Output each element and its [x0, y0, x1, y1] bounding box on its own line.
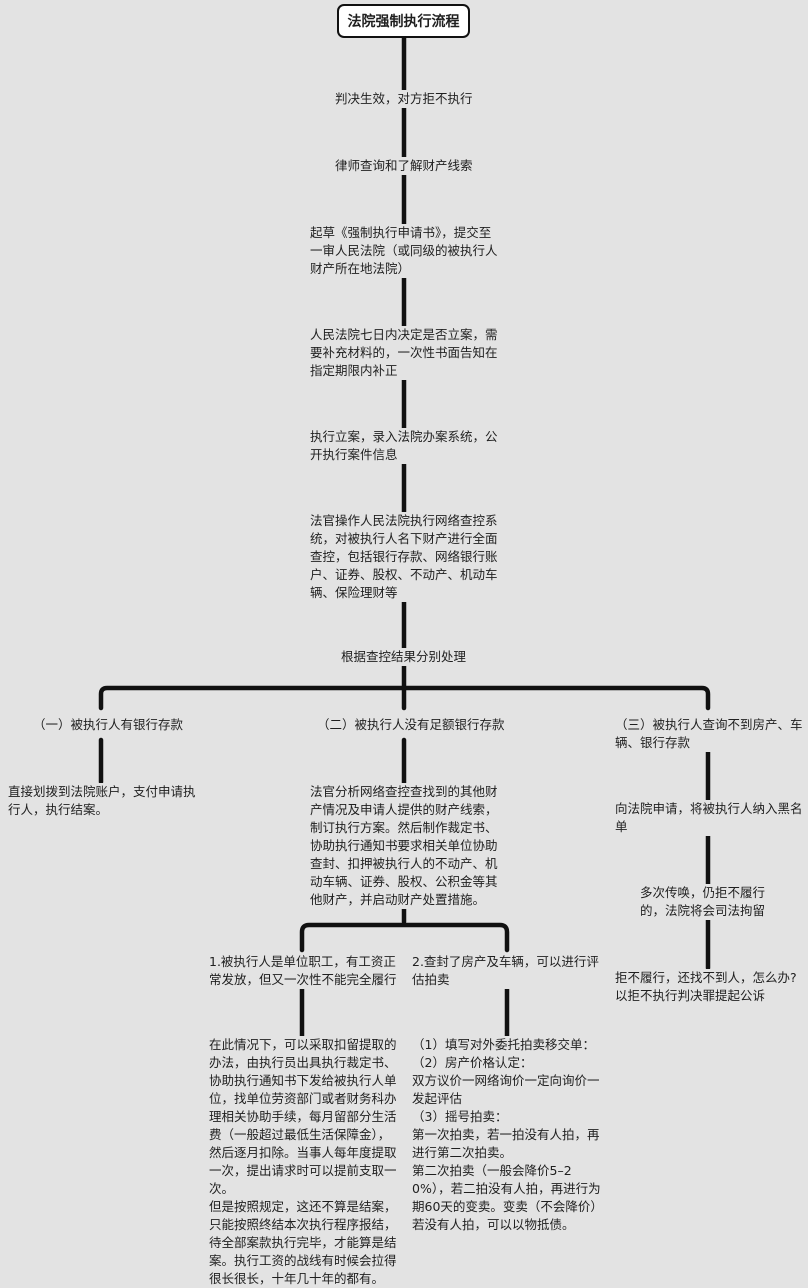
sub1-body: 在此情况下，可以采取扣留提取的办法，由执行员出具执行裁定书、协助执行通知书下发给…	[209, 1036, 399, 1288]
branch1-body: 直接划拨到法院账户，支付申请执行人，执行结案。	[8, 783, 198, 819]
sub1-head: 1.被执行人是单位职工，有工资正常发放，但又一次性不能完全履行	[209, 953, 399, 989]
sub-branch-bar	[299, 922, 510, 953]
step-court-filing-decision: 人民法院七日内决定是否立案，需要补充材料的，一次性书面告知在指定期限内补正	[310, 326, 500, 380]
branch1-head: （一）被执行人有银行存款	[33, 716, 184, 734]
step-network-inquiry: 法官操作人民法院执行网络查控系统，对被执行人名下财产进行全面查控，包括银行存款、…	[310, 512, 500, 602]
branch2-body: 法官分析网络查控查找到的其他财产情况及申请人提供的财产线索，制订执行方案。然后制…	[310, 783, 500, 909]
step-process-by-result: 根据查控结果分别处理	[341, 648, 467, 666]
chart-title: 法院强制执行流程	[337, 4, 470, 38]
step-draft-application: 起草《强制执行申请书》，提交至一审人民法院（或同级的被执行人财产所在地法院）	[310, 224, 500, 278]
step-case-registration: 执行立案，录入法院办案系统，公开执行案件信息	[310, 428, 500, 464]
sub2-body: （1）填写对外委托拍卖移交单： （2）房产价格认定： 双方议价一网络询价一定向询…	[412, 1036, 602, 1234]
step-query-assets: 律师查询和了解财产线索	[335, 157, 473, 175]
branch3-blacklist: 向法院申请，将被执行人纳入黑名单	[615, 800, 805, 836]
branch3-prosecution: 拒不履行，还找不到人，怎么办?以拒不执行判决罪提起公诉	[615, 969, 805, 1005]
sub2-head: 2.查封了房产及车辆，可以进行评估拍卖	[412, 953, 602, 989]
step-judgment-effective: 判决生效，对方拒不执行	[335, 90, 473, 108]
branch3-head: （三）被执行人查询不到房产、车辆、银行存款	[615, 716, 805, 752]
branch3-detention: 多次传唤，仍拒不履行的，法院将会司法拘留	[640, 884, 770, 920]
branch2-head: （二）被执行人没有足额银行存款	[317, 716, 505, 734]
